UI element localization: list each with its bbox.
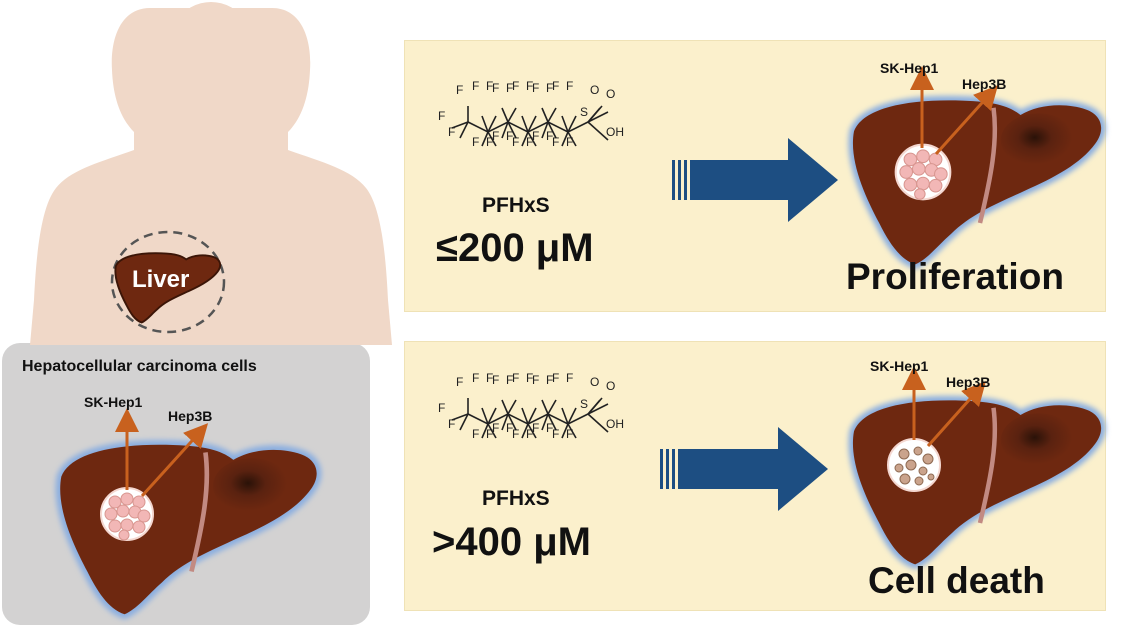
right-arrow-top [672, 138, 838, 222]
liver-label: Liver [132, 266, 190, 293]
pointer-hep3b-top [934, 85, 999, 156]
fluorine-atom-label: F [472, 371, 479, 385]
fluorine-atom-label: F [492, 373, 499, 387]
fluorine-atom-label: F [506, 373, 513, 387]
liver-illustration-top [853, 100, 1101, 264]
fluorine-atom-label: F [552, 427, 559, 441]
fluorine-atom-label: F [526, 79, 533, 93]
fluorine-atom-label: F [552, 79, 559, 93]
pointer-hep3b-bottom [926, 381, 986, 447]
fluorine-atom-label: F [546, 421, 553, 435]
fluorine-atom-label: F [512, 135, 519, 149]
tumor-cluster-proliferating [894, 143, 952, 201]
sulfur-atom-label: S [580, 105, 588, 119]
fluorine-atom-label: F [472, 427, 479, 441]
pfhxs-structure-top [451, 105, 609, 147]
fluorine-atom-label: F [456, 83, 463, 97]
fluorine-atom-label: F [552, 135, 559, 149]
hydroxyl-atom-label: OH [606, 125, 624, 139]
compound-name-top: PFHxS [482, 194, 550, 217]
fluorine-atom-label: F [512, 371, 519, 385]
fluorine-atom-label: F [438, 109, 445, 123]
fluorine-atom-label: F [532, 129, 539, 143]
fluorine-atom-label: F [526, 427, 533, 441]
fluorine-atom-label: F [456, 375, 463, 389]
fluorine-atom-label: F [472, 79, 479, 93]
human-silhouette [30, 2, 392, 345]
sulfur-atom-label: S [580, 397, 588, 411]
fluorine-atom-label: F [492, 129, 499, 143]
fluorine-atom-label: F [566, 79, 573, 93]
fluorine-atom-label: F [486, 427, 493, 441]
fluorine-atom-label: F [546, 373, 553, 387]
compound-name-bottom: PFHxS [482, 487, 550, 510]
fluorine-atom-label: F [546, 81, 553, 95]
fluorine-atom-label: F [486, 135, 493, 149]
fluorine-atom-label: F [438, 401, 445, 415]
fluorine-atom-label: F [566, 371, 573, 385]
liver-highlight-circle [110, 230, 226, 334]
fluorine-atom-label: F [486, 371, 493, 385]
fluorine-atom-label: F [532, 373, 539, 387]
fluorine-atom-label: F [532, 81, 539, 95]
concentration-bottom: >400 μM [432, 520, 592, 564]
fluorine-atom-label: F [492, 421, 499, 435]
liver-illustration-bottom [853, 400, 1101, 564]
hcc-cell-line-1: SK-Hep1 [84, 394, 143, 410]
fluorine-atom-label: F [552, 371, 559, 385]
oxygen-atom-label: O [606, 87, 615, 101]
fluorine-atom-label: F [448, 417, 455, 431]
fluorine-atom-label: F [506, 421, 513, 435]
fluorine-atom-label: F [532, 421, 539, 435]
fluorine-atom-label: F [526, 135, 533, 149]
top-cell-line-2: Hep3B [962, 76, 1007, 92]
fluorine-atom-label: F [506, 81, 513, 95]
hcc-liver-illustration [60, 445, 316, 614]
outcome-top: Proliferation [846, 256, 1064, 297]
fluorine-atom-label: F [512, 79, 519, 93]
concentration-top: ≤200 μM [436, 226, 594, 270]
hcc-panel-title: Hepatocellular carcinoma cells [22, 358, 257, 375]
fluorine-atom-label: F [566, 427, 573, 441]
fluorine-atom-label: F [506, 129, 513, 143]
outcome-bottom: Cell death [868, 560, 1045, 601]
fluorine-atom-label: F [448, 125, 455, 139]
pfhxs-structure-bottom [451, 397, 609, 439]
oxygen-atom-label: O [590, 375, 599, 389]
bottom-cell-line-2: Hep3B [946, 374, 991, 390]
fluorine-atom-label: F [512, 427, 519, 441]
fluorine-atom-label: F [566, 135, 573, 149]
fluorine-atom-label: F [492, 81, 499, 95]
fluorine-atom-label: F [526, 371, 533, 385]
top-cell-line-1: SK-Hep1 [880, 60, 939, 76]
right-arrow-bottom [660, 427, 828, 511]
oxygen-atom-label: O [590, 83, 599, 97]
hydroxyl-atom-label: OH [606, 417, 624, 431]
tumor-cluster-dying [887, 438, 941, 492]
fluorine-atom-label: F [546, 129, 553, 143]
pointer-hep3b-hcc [140, 423, 209, 498]
fluorine-atom-label: F [472, 135, 479, 149]
bottom-cell-line-1: SK-Hep1 [870, 358, 929, 374]
fluorine-atom-label: F [486, 79, 493, 93]
hcc-tumor-cluster [100, 487, 154, 541]
oxygen-atom-label: O [606, 379, 615, 393]
hcc-cell-line-2: Hep3B [168, 408, 213, 424]
